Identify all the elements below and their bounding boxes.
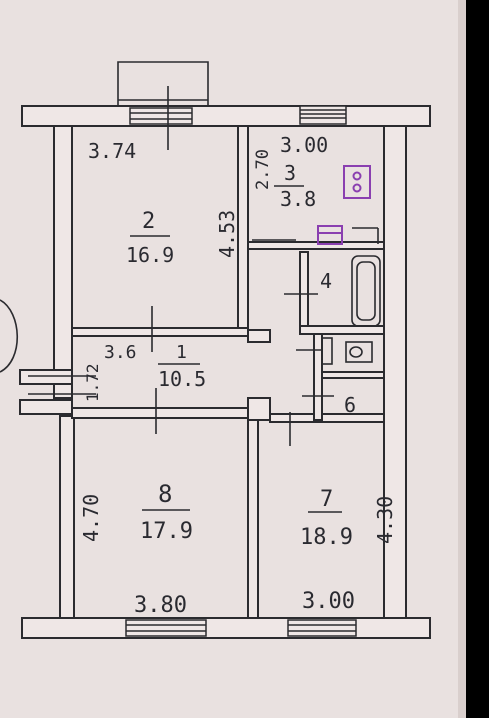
room3-depth-label: 2.70	[253, 149, 273, 190]
washbasin-icon	[321, 337, 333, 365]
wall-hall-right-top	[247, 397, 271, 421]
room1-number: 1	[176, 342, 187, 363]
hall-width-label: 3.6	[104, 342, 137, 363]
room3-number: 3	[284, 161, 296, 185]
room1-area: 10.5	[158, 367, 206, 391]
room2-area: 16.9	[126, 243, 174, 267]
wall-room2-right	[237, 125, 249, 335]
room2-width-label: 3.74	[88, 139, 136, 163]
top-wall	[21, 105, 431, 127]
left-wall-upper	[53, 125, 73, 399]
fixtures	[317, 165, 381, 365]
room8-width-label: 3.80	[134, 593, 187, 618]
paper-shadow-edge	[458, 0, 466, 718]
wall-room7-top	[269, 413, 385, 423]
balcony	[117, 61, 209, 106]
wall-wc-left	[313, 333, 323, 421]
interior-walls	[71, 125, 385, 619]
stove-icon	[343, 165, 371, 199]
room6-number: 6	[344, 393, 356, 417]
wall-room7-left	[247, 419, 259, 619]
room7-depth-label: 4.30	[373, 496, 397, 544]
room8-number: 8	[158, 480, 172, 508]
window-room3	[299, 105, 347, 125]
bathtub-icon	[351, 227, 381, 327]
window-room2	[129, 107, 193, 125]
window-room7	[287, 619, 357, 637]
entrance-stub-bottom	[19, 399, 73, 415]
left-wall-lower	[59, 415, 75, 619]
wall-corner-post	[247, 329, 271, 343]
wall-wc-divider	[321, 371, 385, 379]
room7-area: 18.9	[300, 525, 353, 550]
windows	[125, 105, 357, 637]
wall-bath-bottom	[299, 325, 385, 335]
wall-hall-bottom	[71, 407, 253, 419]
wall-bath-left	[299, 251, 309, 333]
room3-area: 3.8	[280, 187, 316, 211]
room2-depth-label: 4.53	[215, 210, 239, 258]
sink-icon	[317, 225, 343, 245]
labels: 3.74 2 16.9 4.53 2.70 3.00 3 3.8 4 1.72 …	[79, 133, 397, 618]
hall-depth-label: 1.72	[83, 363, 102, 402]
toilet-icon	[345, 341, 373, 363]
door-marks	[0, 86, 334, 446]
wall-kitchen-bottom	[247, 241, 385, 250]
room2-number: 2	[142, 209, 155, 234]
room4-number: 4	[320, 269, 332, 293]
room8-area: 17.9	[140, 519, 193, 544]
room7-number: 7	[320, 487, 333, 512]
entrance-stub-top	[19, 369, 73, 385]
room7-width-label: 3.00	[302, 589, 355, 614]
room3-width-label: 3.00	[280, 133, 328, 157]
window-room8	[125, 619, 207, 637]
room8-depth-label: 4.70	[79, 494, 103, 542]
wall-room2-bottom	[71, 327, 249, 337]
bottom-wall	[21, 617, 431, 639]
